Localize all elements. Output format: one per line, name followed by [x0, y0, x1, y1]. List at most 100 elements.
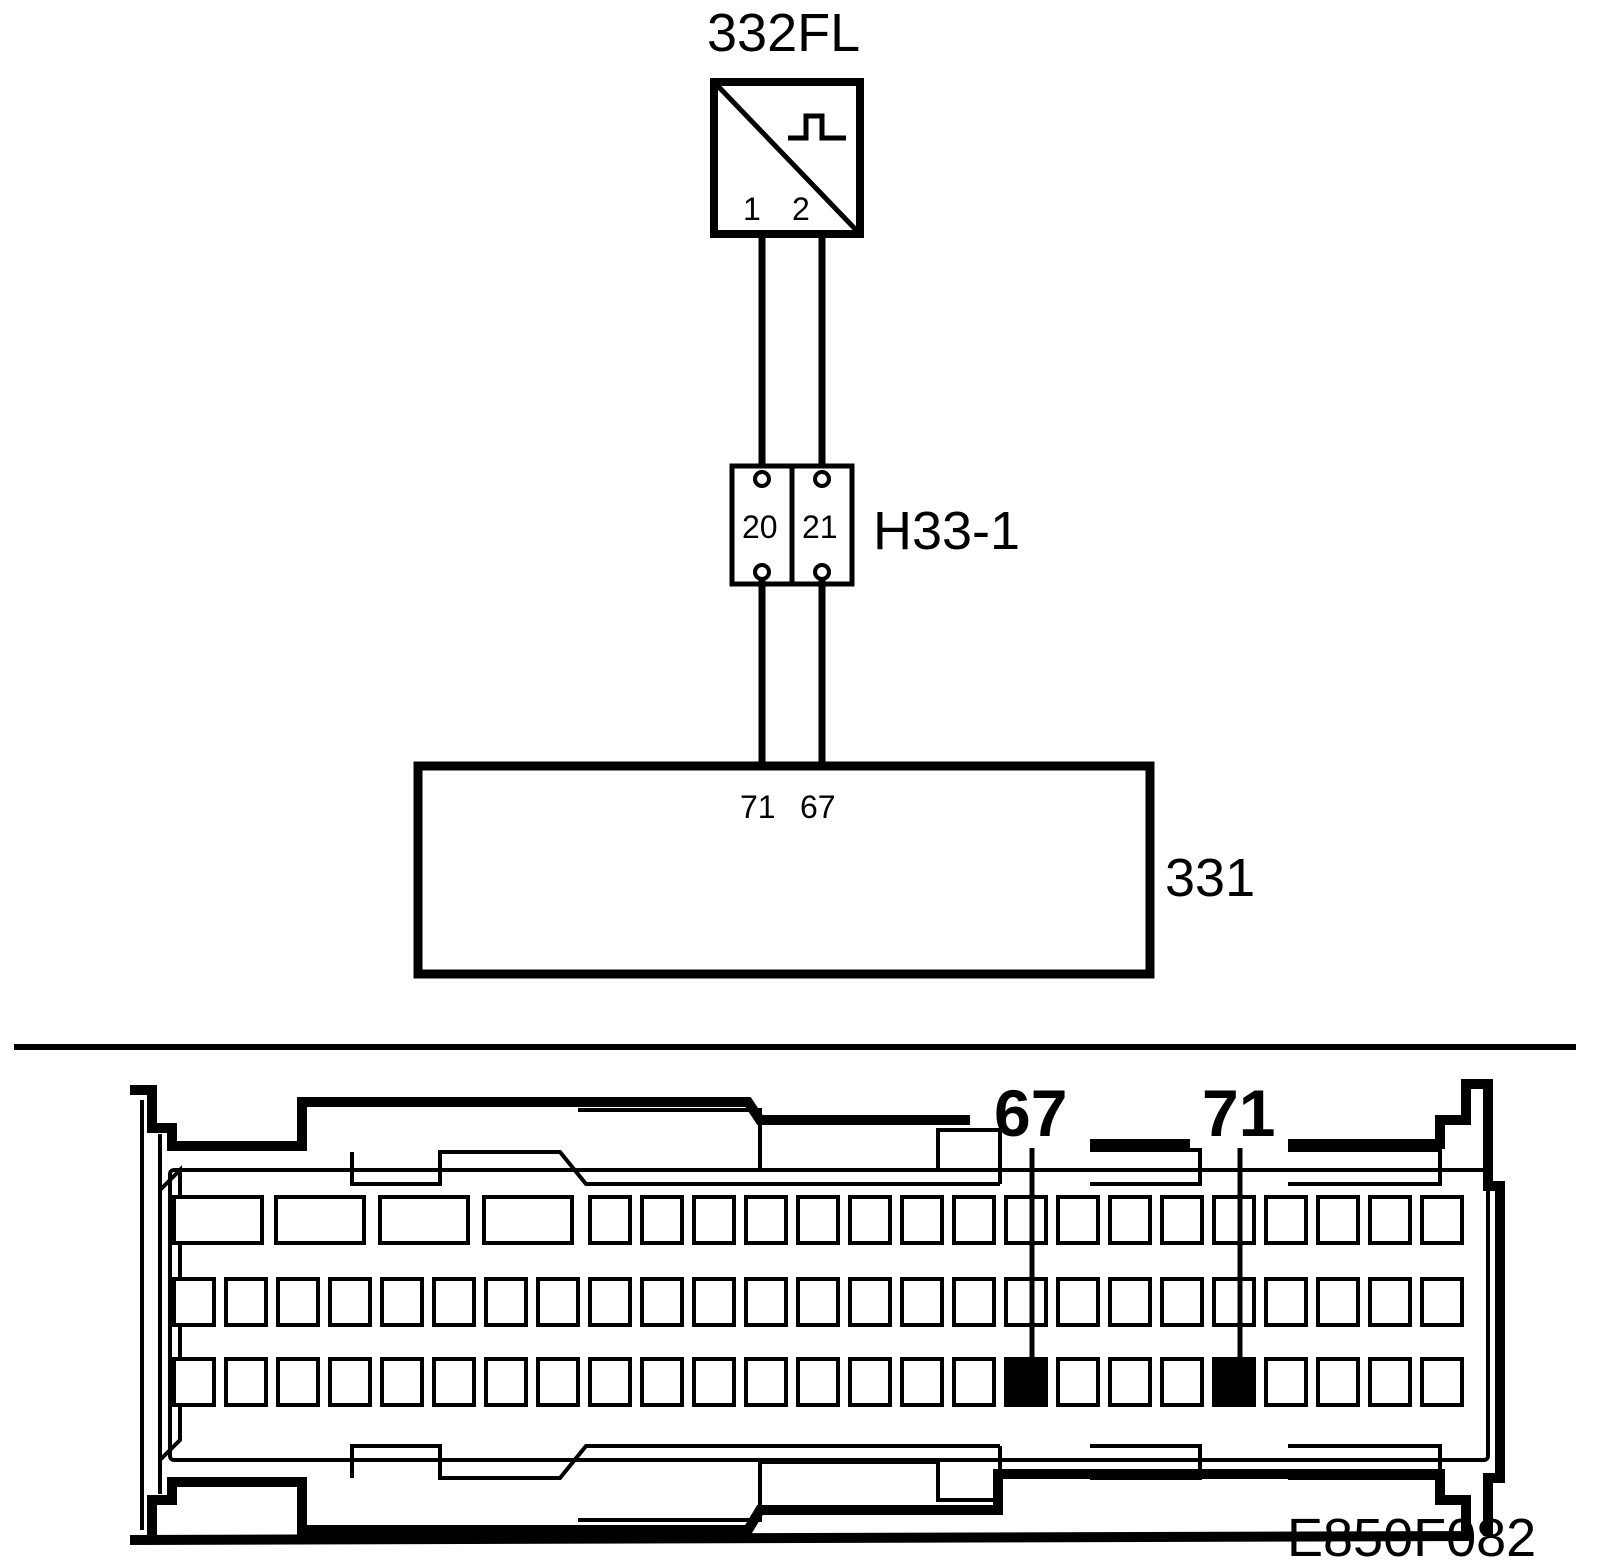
pin-cavity: [1316, 1357, 1360, 1407]
control-unit-label: 331: [1165, 848, 1255, 908]
pin-cavity: [692, 1277, 736, 1327]
pin-cavity: [1264, 1357, 1308, 1407]
pin-cavity: [1004, 1277, 1048, 1327]
pin-cavity: [224, 1357, 268, 1407]
sensor-332fl: 332FL 1 2: [707, 3, 864, 238]
pin-cavity: [536, 1277, 580, 1327]
pin-cavity: [1212, 1195, 1256, 1245]
connector-face: [129, 1079, 1505, 1545]
pin-cavity: [1108, 1357, 1152, 1407]
pin-cavity: [1368, 1277, 1412, 1327]
pin-cavity: [484, 1277, 528, 1327]
pin-20-top-dot: [753, 470, 771, 488]
pin-cavity: [692, 1357, 736, 1407]
pin-cavity: [1368, 1195, 1412, 1245]
pin-cavity: [900, 1357, 944, 1407]
pin-cavity: [952, 1277, 996, 1327]
pin-cavity: [1056, 1277, 1100, 1327]
pin-cavity: [1160, 1195, 1204, 1245]
pin-cavity: [640, 1277, 684, 1327]
pin-cavity: [1316, 1195, 1360, 1245]
connector-h33-1: 20 21 H33-1: [729, 463, 1020, 587]
figure-id: E850F082: [1287, 1508, 1536, 1564]
pin-cavity: [328, 1277, 372, 1327]
pin-cavity: [432, 1277, 476, 1327]
pin-cavity: [1108, 1277, 1152, 1327]
pin-cavity: [588, 1357, 632, 1407]
pin-cavity: [380, 1357, 424, 1407]
pin-cavity: [848, 1195, 892, 1245]
pin-cavity: [848, 1357, 892, 1407]
connector-pin-21: 21: [802, 509, 838, 545]
pin-cavity: [744, 1195, 788, 1245]
pin-cavity: [796, 1357, 840, 1407]
connector-pin-20: 20: [742, 509, 778, 545]
highlight-label-67: 67: [994, 1076, 1067, 1150]
pin-cavity: [328, 1357, 372, 1407]
pin-cavity: [224, 1277, 268, 1327]
pin-cavity: [744, 1357, 788, 1407]
pin-cavity: [1108, 1195, 1152, 1245]
pin-cavity: [1056, 1357, 1100, 1407]
pin-cavity: [744, 1277, 788, 1327]
wide-pin-cavity: [378, 1195, 470, 1245]
pin-cavity: [1264, 1277, 1308, 1327]
sensor-pin-1: 1: [743, 191, 761, 227]
sensor-box: [710, 78, 864, 238]
pin-21-top-dot: [813, 470, 831, 488]
sensor-diagonal: [712, 80, 862, 236]
connector-label: H33-1: [873, 501, 1020, 561]
pin-cavity: [1004, 1195, 1048, 1245]
wide-pin-cavity: [482, 1195, 574, 1245]
pin-cavity: [900, 1277, 944, 1327]
pin-21-bottom-dot: [813, 563, 831, 581]
top-ribs: [350, 1108, 1442, 1186]
pin-cavity: [900, 1195, 944, 1245]
pin-cavity: [432, 1357, 476, 1407]
pin-cavity: [1316, 1277, 1360, 1327]
highlighted-pin-71: [1212, 1357, 1256, 1407]
sensor-pin-2: 2: [792, 191, 810, 227]
pin-cavity: [1420, 1277, 1464, 1327]
pin-cavity: [172, 1277, 216, 1327]
control-unit-pin-71: 71: [740, 789, 776, 825]
pin-cavity: [1420, 1357, 1464, 1407]
pin-cavity: [692, 1195, 736, 1245]
pin-cavity: [588, 1277, 632, 1327]
pin-cavity: [1420, 1195, 1464, 1245]
pin-grid: [172, 1195, 1464, 1407]
wide-pin-cavity: [274, 1195, 366, 1245]
pin-cavity: [952, 1357, 996, 1407]
pulse-signal-icon: [788, 113, 846, 141]
pin-cavity: [172, 1357, 216, 1407]
pin-cavity: [796, 1277, 840, 1327]
pin-cavity: [848, 1277, 892, 1327]
pin-cavity: [1212, 1277, 1256, 1327]
pin-cavity: [588, 1195, 632, 1245]
pin-cavity: [484, 1357, 528, 1407]
control-unit-box: [413, 761, 1155, 979]
pin-cavity: [1160, 1357, 1204, 1407]
pin-cavity: [952, 1195, 996, 1245]
pin-cavity: [640, 1357, 684, 1407]
pin-cavity: [276, 1277, 320, 1327]
pin-cavity: [796, 1195, 840, 1245]
pin-cavity: [1264, 1195, 1308, 1245]
housing-outline: [129, 1079, 1505, 1545]
pin-cavity: [380, 1277, 424, 1327]
sensor-label: 332FL: [707, 3, 860, 63]
pin-cavity: [276, 1357, 320, 1407]
highlight-label-71: 71: [1202, 1076, 1275, 1150]
control-unit-pin-67: 67: [800, 789, 836, 825]
pin-cavity: [1056, 1195, 1100, 1245]
pin-cavity: [640, 1195, 684, 1245]
highlighted-pin-67: [1004, 1357, 1048, 1407]
wide-pin-cavity: [172, 1195, 264, 1245]
pin-20-bottom-dot: [753, 563, 771, 581]
pin-cavity: [536, 1357, 580, 1407]
bottom-ribs: [350, 1444, 1442, 1522]
control-unit-331: 71 67 331: [413, 761, 1255, 979]
pin-cavity: [1368, 1357, 1412, 1407]
pin-cavity: [1160, 1277, 1204, 1327]
